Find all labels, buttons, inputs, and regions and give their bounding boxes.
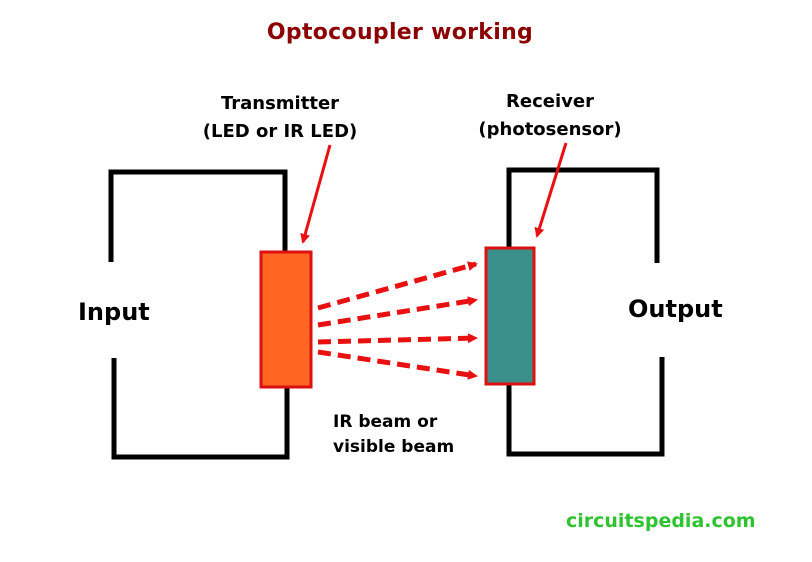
output-circuit-wire-bottom — [506, 357, 665, 457]
input-circuit-wire-top — [108, 169, 288, 262]
output-label: Output — [628, 295, 723, 323]
website-label: circuitspedia.com — [566, 510, 756, 532]
transmitter-type: (LED or IR LED) — [202, 121, 358, 142]
transmitter-name: Transmitter — [220, 93, 340, 114]
beam-ray-3 — [317, 333, 478, 345]
output-circuit-wire-top — [506, 167, 660, 263]
receiver-label: Receiver (photosensor) — [450, 88, 650, 144]
beam-ray-1 — [317, 261, 478, 311]
transmitter-pointer-arrow — [300, 144, 332, 244]
input-circuit-wire-bottom — [111, 358, 290, 460]
beam-ray-2 — [317, 296, 478, 328]
receiver-name: Receiver — [506, 91, 594, 112]
input-label: Input — [78, 298, 150, 326]
beam-label-line-2: visible beam — [333, 437, 455, 457]
diagram-title: Optocoupler working — [266, 20, 534, 45]
receiver-pointer-arrow — [534, 142, 568, 238]
beam-label-line-1: IR beam or — [333, 412, 438, 432]
transmitter-label: Transmitter (LED or IR LED) — [180, 90, 380, 146]
receiver-type: (photosensor) — [478, 119, 622, 140]
receiver-photosensor-border — [484, 246, 536, 386]
beam-ray-4 — [317, 349, 478, 380]
receiver-photosensor — [486, 248, 534, 384]
transmitter-led-border — [259, 250, 313, 389]
beam-label: IR beam or visible beam — [333, 410, 454, 460]
transmitter-led — [261, 252, 311, 387]
